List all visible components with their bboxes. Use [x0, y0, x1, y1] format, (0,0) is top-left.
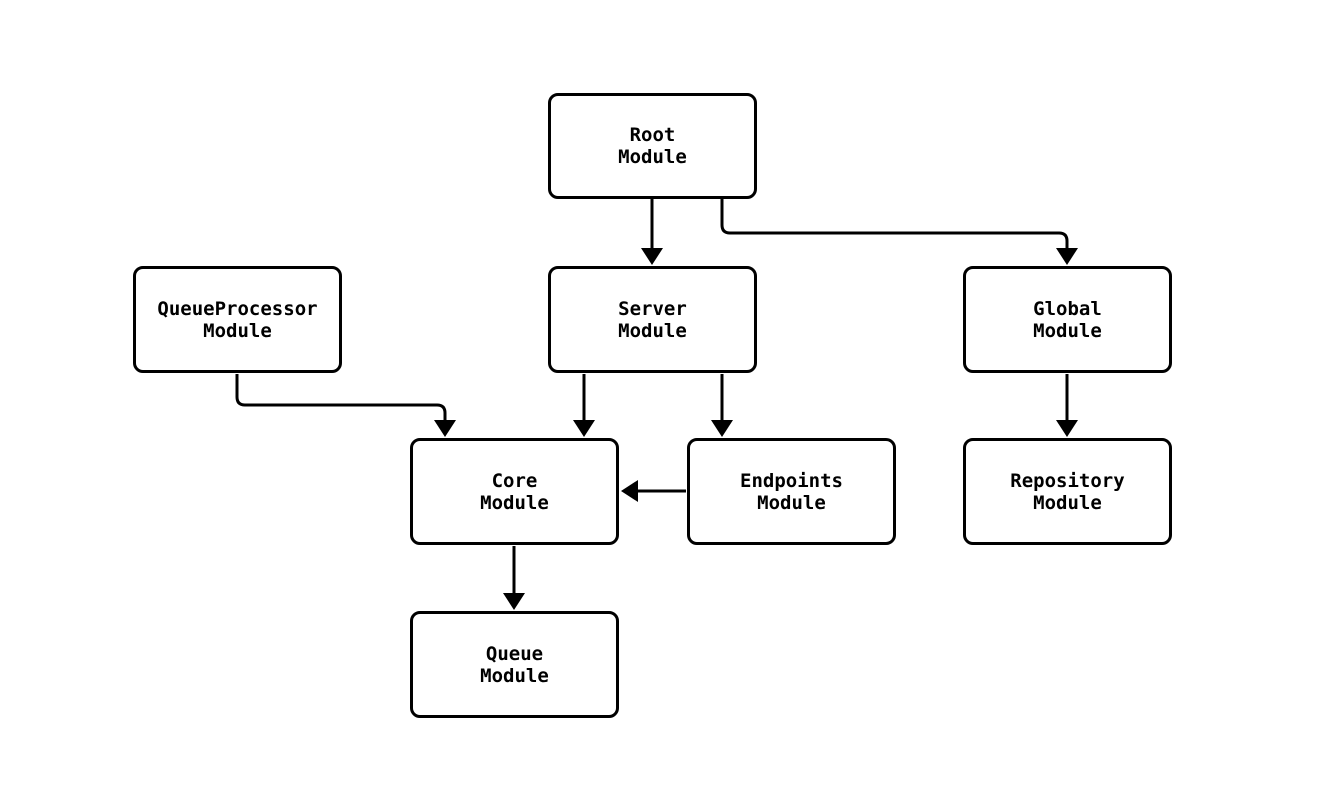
- node-global-module: Global Module: [963, 266, 1172, 373]
- node-label: Core Module: [480, 469, 549, 514]
- node-label: Server Module: [618, 297, 687, 342]
- node-core-module: Core Module: [410, 438, 619, 545]
- arrowhead-core-to-queue-icon: [503, 593, 525, 610]
- node-server-module: Server Module: [548, 266, 757, 373]
- node-endpoints-module: Endpoints Module: [687, 438, 896, 545]
- node-repository-module: Repository Module: [963, 438, 1172, 545]
- node-label: Endpoints Module: [740, 469, 843, 514]
- node-queue-processor-module: QueueProcessor Module: [133, 266, 342, 373]
- edge-queueprocessor-to-core: [235, 374, 447, 420]
- arrowhead-server-to-endpoints-icon: [711, 420, 733, 437]
- node-label: Global Module: [1033, 297, 1102, 342]
- edge-root-to-global: [720, 199, 1069, 248]
- arrowhead-endpoints-to-core-icon: [621, 480, 638, 502]
- arrowhead-server-to-core-icon: [573, 420, 595, 437]
- arrowhead-queueprocessor-to-core-icon: [434, 420, 456, 437]
- arrowhead-global-to-repository-icon: [1056, 420, 1078, 437]
- node-label: Repository Module: [1010, 469, 1125, 514]
- node-queue-module: Queue Module: [410, 611, 619, 718]
- node-label: Root Module: [618, 124, 687, 168]
- node-label: QueueProcessor Module: [157, 297, 318, 342]
- node-root-module: Root Module: [548, 93, 757, 199]
- node-label: Queue Module: [480, 642, 549, 687]
- arrowhead-root-to-server-icon: [641, 248, 663, 265]
- arrowhead-root-to-global-icon: [1056, 248, 1078, 265]
